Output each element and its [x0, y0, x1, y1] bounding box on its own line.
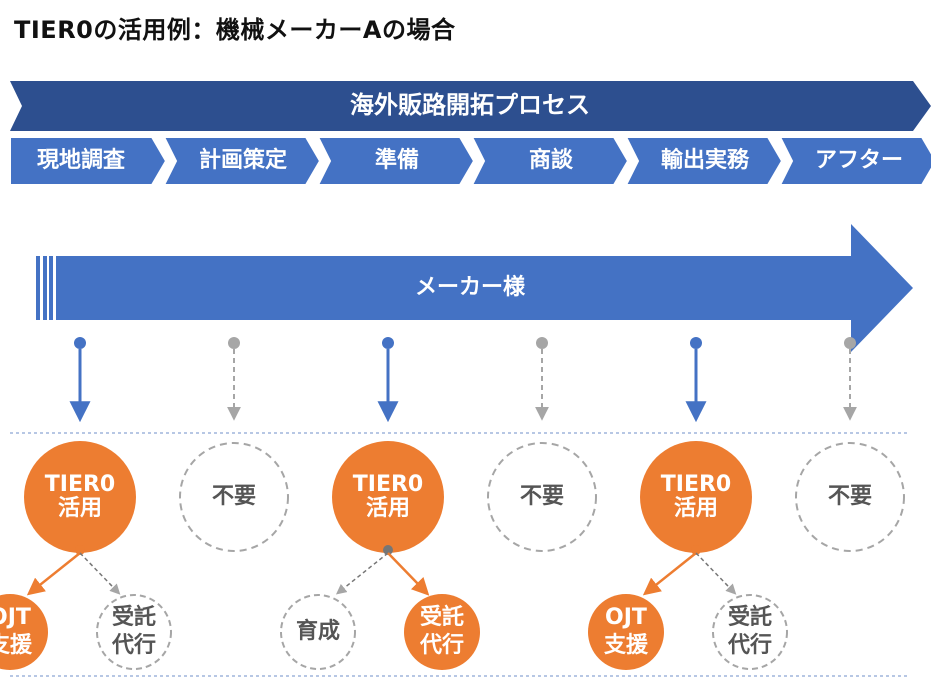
sub-node-label: 受託: [728, 604, 772, 630]
sub-node-label: OJT: [0, 605, 31, 630]
unnecessary-node: [179, 442, 289, 552]
sub-node-inactive: [96, 594, 172, 670]
branch-dot: [383, 545, 393, 555]
branch-arrow: [79, 552, 121, 595]
stage-chevron: [778, 136, 931, 186]
sub-node-active: [588, 594, 664, 670]
sub-node-label: 受託: [420, 604, 464, 630]
tier0-node-label: 活用: [58, 496, 102, 521]
sub-node-label: 育成: [296, 618, 340, 644]
connector-dot: [228, 337, 240, 349]
maker-arrow-label: メーカー様: [415, 274, 526, 300]
sub-node-active: [0, 594, 48, 670]
tier0-node-label: TIER0: [45, 472, 115, 497]
connector-dot: [74, 337, 86, 349]
process-banner-arrow: [10, 81, 931, 131]
tier0-node-label: 活用: [366, 496, 410, 521]
branch-arrow: [642, 552, 697, 596]
branch-arrow: [695, 552, 737, 595]
sub-node-label: OJT: [605, 605, 647, 630]
unnecessary-node: [487, 442, 597, 552]
unnecessary-node: [795, 442, 905, 552]
stage-label: 商談: [529, 147, 574, 173]
stage-label: 輸出実務: [661, 147, 750, 173]
sub-node-label: 支援: [0, 633, 33, 658]
sub-node-label: 代行: [111, 632, 156, 658]
stage-chevron: [162, 136, 322, 186]
stage-label: 計画策定: [199, 147, 287, 173]
sub-node-label: 支援: [604, 633, 649, 658]
maker-arrow: [56, 224, 913, 352]
tier0-node-label: TIER0: [353, 472, 423, 497]
stage-label: 準備: [375, 147, 419, 173]
sub-node-active: [404, 594, 480, 670]
tier0-node-label: TIER0: [661, 472, 731, 497]
stage-chevron: [624, 136, 784, 186]
unnecessary-node-label: 不要: [520, 484, 564, 509]
tier0-node: [24, 441, 136, 553]
tier0-node: [332, 441, 444, 553]
sub-node-label: 代行: [419, 632, 464, 658]
connector-dot: [690, 337, 702, 349]
unnecessary-node-label: 不要: [212, 484, 256, 509]
branch-arrow: [387, 552, 430, 596]
stage-chevron: [9, 136, 168, 186]
connector-dot: [844, 337, 856, 349]
sub-node-label: 受託: [112, 604, 156, 630]
maker-arrow-stripe: [43, 256, 47, 320]
connector-dot: [536, 337, 548, 349]
branch-dot: [691, 545, 701, 555]
sub-node-label: 代行: [727, 632, 772, 658]
stage-label: 現地調査: [37, 147, 126, 173]
branch-arrow: [26, 552, 81, 596]
unnecessary-node-label: 不要: [828, 484, 872, 509]
stage-chevron: [470, 136, 630, 186]
maker-arrow-stripe: [36, 256, 40, 320]
stage-chevron: [316, 136, 476, 186]
maker-arrow-stripe: [49, 256, 53, 320]
page-title: TIER0の活用例：機械メーカーAの場合: [14, 16, 456, 44]
sub-node-inactive: [712, 594, 788, 670]
sub-node-inactive: [280, 594, 356, 670]
tier0-node: [640, 441, 752, 553]
tier0-node-label: 活用: [674, 496, 718, 521]
branch-dot: [75, 545, 85, 555]
branch-arrow: [335, 552, 389, 595]
connector-dot: [382, 337, 394, 349]
process-banner-label: 海外販路開拓プロセス: [350, 91, 590, 119]
stage-label: アフター: [815, 148, 903, 173]
